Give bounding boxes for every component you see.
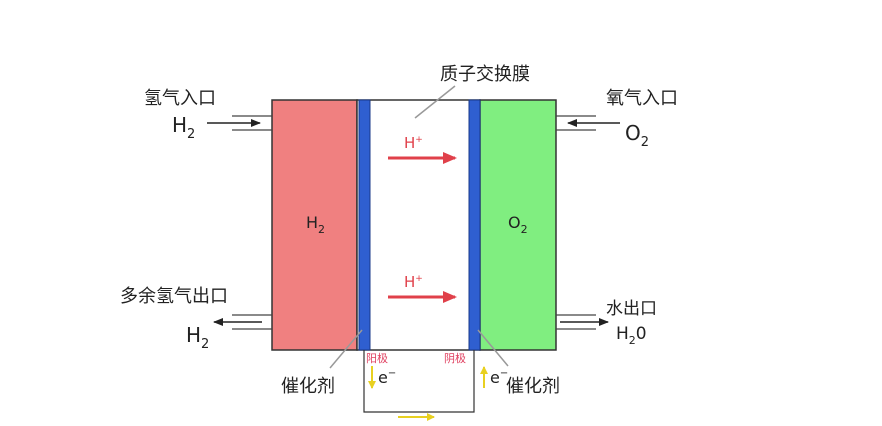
electron-label-right: e− — [490, 368, 508, 387]
cathode-chamber — [479, 99, 557, 351]
membrane-pointer-line — [414, 85, 456, 119]
catalyst-left-label: 催化剂 — [281, 376, 335, 397]
membrane-label: 质子交换膜 — [440, 64, 530, 85]
cathode-label: 阴极 — [444, 351, 466, 365]
hydrogen-outlet-pipe — [213, 314, 272, 330]
anode-chamber — [271, 99, 358, 351]
water-outlet-pipe — [556, 314, 609, 330]
proton-arrow-top: H+ — [388, 134, 457, 164]
oxygen-inlet-formula: O2 — [625, 121, 649, 150]
oxygen-inlet-pipe — [556, 115, 620, 131]
water-outlet-formula: H20 — [616, 324, 647, 347]
catalyst-right-label: 催化剂 — [506, 376, 560, 397]
catalyst-left-pointer — [329, 329, 363, 369]
membrane-region — [356, 99, 481, 351]
hydrogen-inlet-pipe — [207, 115, 272, 131]
catalyst-right-pointer — [477, 329, 509, 367]
anode-label: 阳极 — [366, 351, 388, 365]
proton-arrow-bottom: H+ — [388, 273, 457, 303]
external-circuit — [363, 350, 475, 413]
hydrogen-inlet-label: 氢气入口 — [144, 88, 216, 109]
electron-label-left: e− — [378, 368, 396, 387]
hydrogen-inlet-formula: H2 — [172, 113, 195, 142]
hydrogen-outlet-label: 多余氢气出口 — [120, 286, 228, 307]
water-outlet-label: 水出口 — [606, 299, 657, 319]
cathode-chamber-formula: O2 — [508, 213, 528, 236]
catalyst-layer-right — [468, 99, 481, 351]
proton-label-bottom: H+ — [404, 273, 423, 291]
proton-label-top: H+ — [404, 134, 423, 152]
oxygen-inlet-label: 氧气入口 — [606, 88, 678, 109]
anode-chamber-formula: H2 — [306, 213, 325, 236]
hydrogen-outlet-formula: H2 — [186, 323, 209, 352]
catalyst-layer-left — [358, 99, 371, 351]
